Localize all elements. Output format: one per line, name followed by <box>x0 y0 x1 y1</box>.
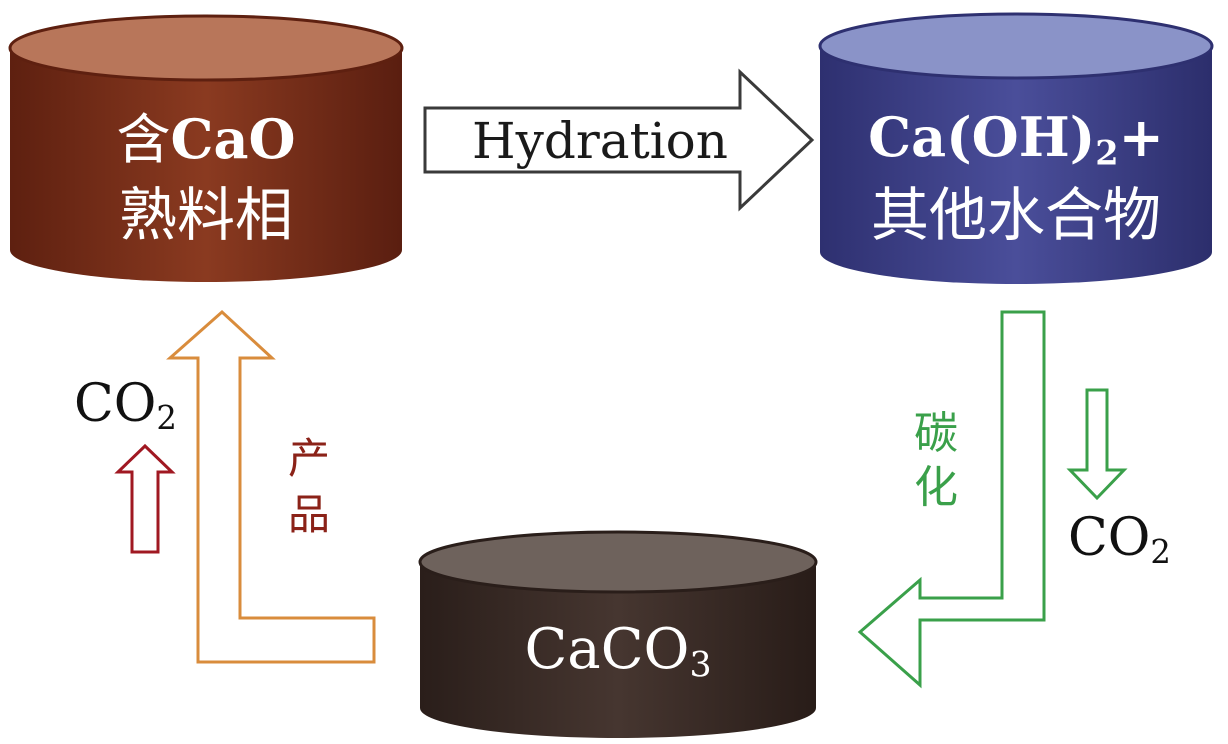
carbonate-cylinder-body <box>420 562 816 738</box>
cao-cylinder-label-line1: 含CaO <box>10 112 402 167</box>
hydrate-cylinder-body <box>820 46 1212 284</box>
cao-label-formula: CaO <box>170 107 296 171</box>
hydration-arrow-label: Hydration <box>472 112 728 170</box>
co2-release-formula: CO <box>74 374 157 434</box>
product-label-char2: 品 <box>288 490 331 539</box>
co2-uptake-label: CO2 <box>1068 512 1171 568</box>
hydrate-cylinder-label-line2: 其他水合物 <box>870 181 1161 249</box>
carbonation-label-char2: 化 <box>914 462 958 513</box>
cao-cylinder-label-line2: 熟料相 <box>118 181 293 249</box>
hydrate-cylinder-label-line1: Ca(OH)2+ <box>820 110 1212 170</box>
co2-uptake-formula: CO <box>1068 508 1151 568</box>
hydrate-label-subscript: 2 <box>1095 133 1119 173</box>
hydration-arrow <box>423 68 815 212</box>
hydrate-label-plus: + <box>1118 105 1164 169</box>
product-label-char1: 产 <box>288 434 331 483</box>
carbonate-cylinder-top <box>418 530 818 594</box>
product-arrow <box>166 309 376 664</box>
co2-release-subscript: 2 <box>156 399 177 438</box>
carbonation-arrow <box>857 310 1046 689</box>
cao-cylinder-body <box>10 48 402 282</box>
cao-cylinder <box>8 14 404 282</box>
cao-cylinder-top <box>8 14 404 82</box>
co2-release-arrow <box>114 443 176 554</box>
carbonation-label-char1: 碳 <box>914 408 958 459</box>
carbonate-label-subscript: 3 <box>689 645 712 686</box>
carbonate-cylinder-label: CaCO3 <box>420 622 816 684</box>
cao-label-prefix: 含 <box>116 108 171 171</box>
carbonate-label-formula: CaCO <box>524 617 690 682</box>
hydrate-cylinder <box>818 12 1214 284</box>
hydrate-cylinder-top <box>818 12 1214 80</box>
co2-uptake-subscript: 2 <box>1150 533 1171 572</box>
co2-release-label: CO2 <box>74 378 177 434</box>
hydrate-label-formula: Ca(OH) <box>868 105 1096 169</box>
co2-uptake-arrow <box>1066 388 1128 501</box>
carbonate-cylinder <box>418 530 818 738</box>
